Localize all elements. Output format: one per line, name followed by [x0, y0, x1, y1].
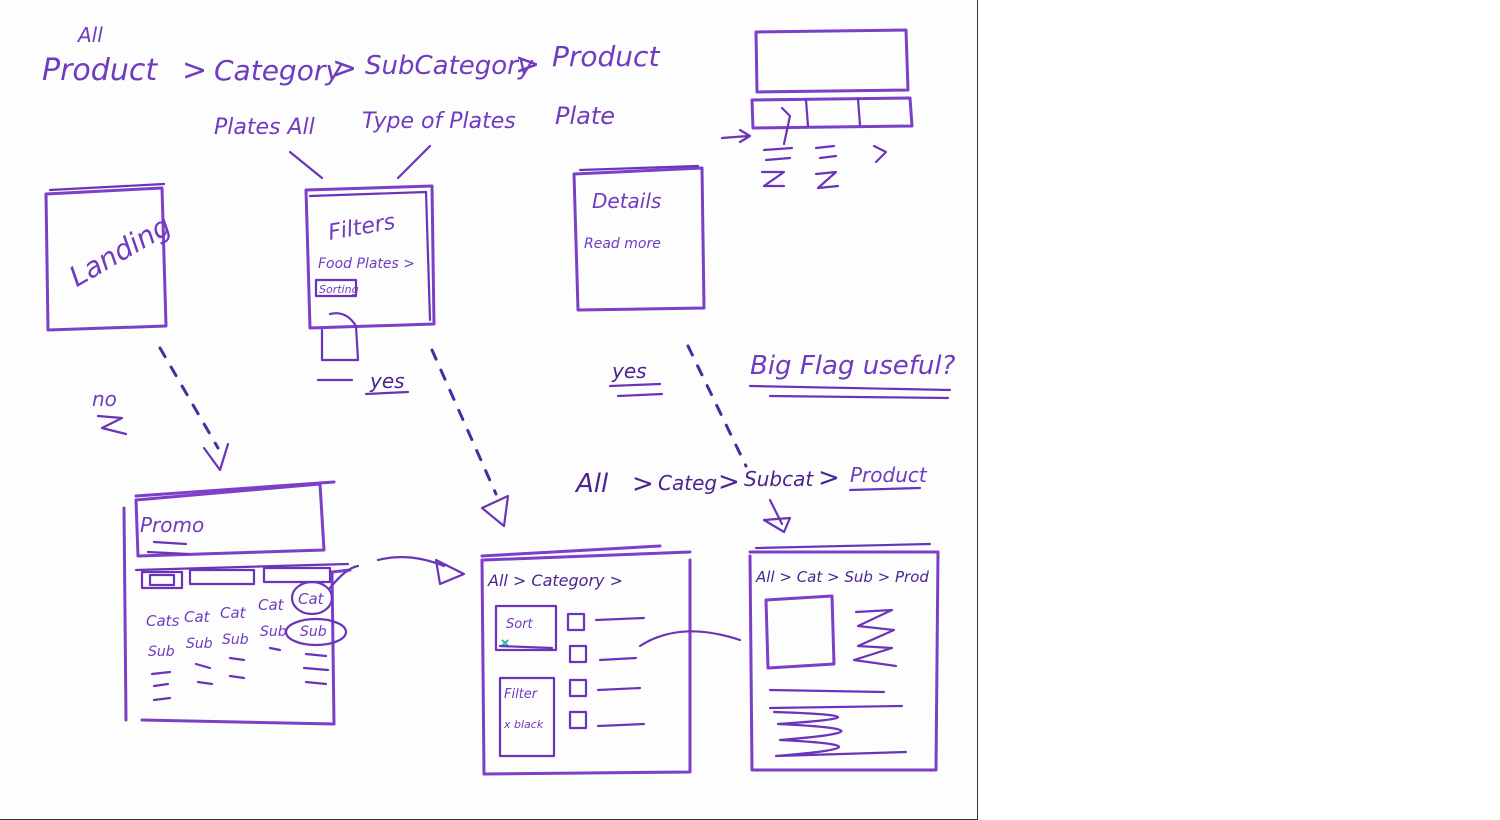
- promo-categories: Cats Cat Cat Cat Cat: [146, 590, 325, 630]
- note-plates-all: Plates All: [214, 115, 315, 140]
- arrow-landing-to-promo: [158, 346, 220, 450]
- sort-label: Sort: [506, 617, 534, 632]
- crumb-sep-2: >: [332, 51, 357, 86]
- mid-crumb-sep-1: >: [632, 469, 654, 499]
- arrow-filters-to-category: [430, 348, 498, 496]
- arrowhead-2: [480, 494, 510, 528]
- decision-yes-left: yes: [369, 369, 405, 393]
- mid-breadcrumb: All > Categ > Subcat > Product: [574, 463, 928, 499]
- crumb-subcategory: SubCategory: [365, 51, 534, 81]
- crumb-product-end: Product: [552, 40, 660, 73]
- question-big-flag: Big Flag useful?: [750, 351, 956, 381]
- note-type-of-plates: Type of Plates: [362, 109, 516, 134]
- mid-crumb-all: All: [574, 469, 609, 499]
- whiteboard: All Product > Category > SubCategory > P…: [0, 0, 978, 820]
- filters-line1: Food Plates >: [318, 256, 415, 272]
- product-crumb: All > Cat > Sub > Prod: [755, 568, 929, 586]
- crumb-category: Category: [214, 54, 342, 87]
- product-image-box: [764, 594, 836, 670]
- landing-box: Landing: [44, 182, 177, 332]
- connector-category-product: [638, 630, 742, 648]
- sub-1: Sub: [148, 644, 175, 660]
- mid-crumb-subcat: Subcat: [744, 467, 814, 491]
- landing-label: Landing: [64, 209, 177, 293]
- wire-product: All > Cat > Sub > Prod: [748, 542, 940, 772]
- pointer-line-right: [396, 144, 432, 180]
- wire-promo: Promo Cats Cat Cat Cat Cat Sub Sub Sub S…: [122, 480, 360, 726]
- tab-wireframe: [720, 28, 914, 190]
- sub-2: Sub: [186, 636, 213, 652]
- filter-panel: [498, 676, 556, 758]
- promo-subcategories: Sub Sub Sub Sub Sub: [148, 624, 327, 660]
- wire-category: All > Category > Sort Filter x black: [480, 544, 742, 776]
- promo-banner-label: Promo: [140, 513, 204, 537]
- mid-crumb-product: Product: [850, 463, 928, 487]
- cat-5: Cat: [298, 590, 325, 608]
- arrow-promo-to-category: [376, 556, 446, 568]
- filters-box: Filters Food Plates > Sorting: [304, 184, 436, 382]
- mid-crumb-sep-2: >: [718, 467, 740, 497]
- promo-banner-box: [134, 482, 326, 558]
- cat-3: Cat: [220, 604, 247, 622]
- details-line1: Details: [592, 189, 661, 213]
- filters-title: Filters: [326, 210, 397, 246]
- arrow-details-to-product: [686, 344, 748, 468]
- decision-yes-right: yes: [611, 359, 647, 383]
- arrowhead-1: [202, 442, 230, 472]
- cat-1: Cats: [146, 612, 180, 630]
- sub-3: Sub: [222, 632, 249, 648]
- arrowhead-3: [762, 498, 792, 534]
- filter-label: Filter: [504, 687, 539, 702]
- product-list: [566, 612, 646, 730]
- details-box: Details Read more: [572, 164, 706, 312]
- decision-no: no: [92, 387, 117, 411]
- filters-line2: Sorting: [319, 283, 359, 296]
- crumb-product: Product: [42, 53, 158, 88]
- mid-crumb-category: Categ: [658, 471, 717, 495]
- crumb-all: All: [76, 23, 103, 47]
- crumb-sep-3: >: [515, 47, 540, 82]
- category-crumb: All > Category >: [487, 571, 623, 590]
- note-plate: Plate: [555, 102, 615, 130]
- sketch-canvas: All Product > Category > SubCategory > P…: [42, 23, 956, 776]
- sort-panel: [494, 604, 558, 652]
- sort-box: [314, 278, 358, 298]
- mid-crumb-sep-3: >: [818, 463, 840, 493]
- details-line2: Read more: [584, 236, 661, 252]
- cat-2: Cat: [184, 608, 211, 626]
- top-breadcrumb: All Product > Category > SubCategory > P…: [42, 23, 660, 88]
- sub-4: Sub: [260, 624, 287, 640]
- sub-5: Sub: [300, 624, 327, 640]
- crumb-sep-1: >: [182, 53, 207, 88]
- cat-4: Cat: [258, 596, 285, 614]
- pointer-line-left: [288, 150, 324, 180]
- filter-item: x black: [503, 718, 544, 731]
